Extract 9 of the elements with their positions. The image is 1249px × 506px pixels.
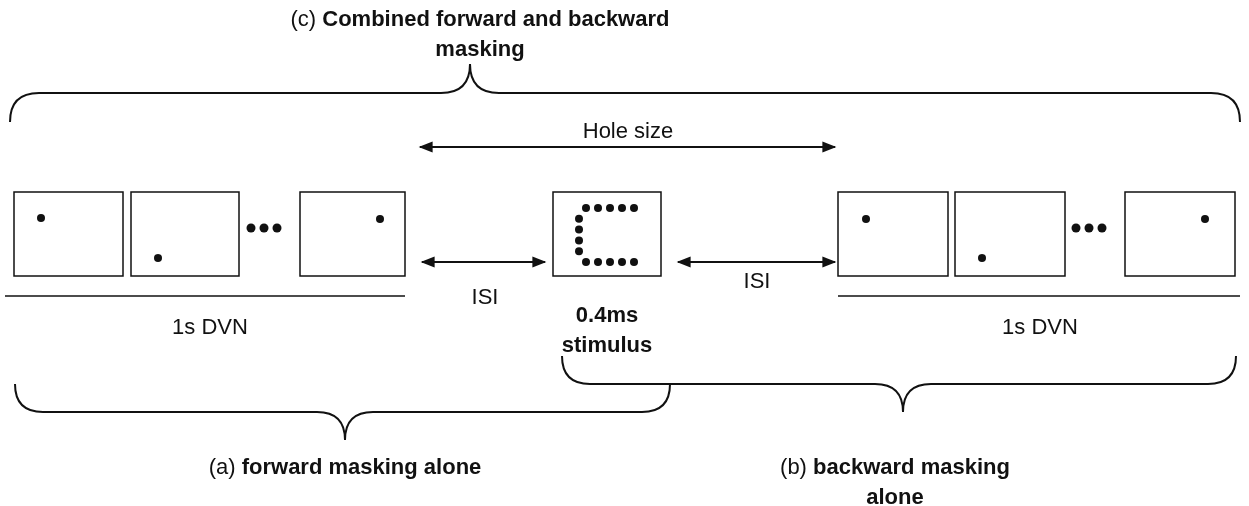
- timing-label: 1s DVN: [171, 313, 249, 341]
- panel-caption: (c) Combined forward and backward masking: [289, 5, 671, 63]
- timing-label: 0.4ms stimulus: [560, 301, 654, 359]
- panel-caption: (b) backward masking alone: [779, 453, 1011, 506]
- panel-caption: (a) forward masking alone: [207, 453, 483, 481]
- timing-label: ISI: [470, 283, 500, 311]
- timing-label: 1s DVN: [1001, 313, 1079, 341]
- dimension-label: Hole size: [581, 117, 675, 145]
- timing-label: ISI: [742, 267, 772, 295]
